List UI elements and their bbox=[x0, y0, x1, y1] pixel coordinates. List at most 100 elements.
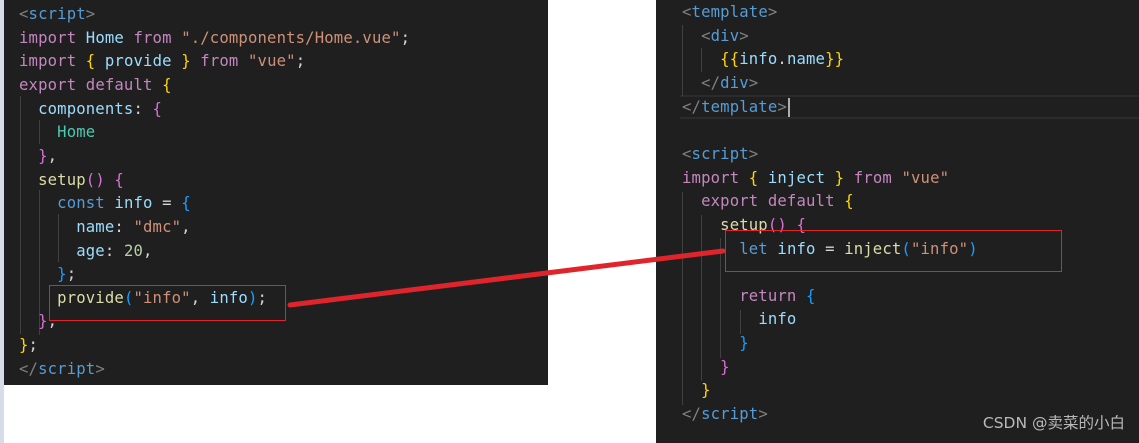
code-token: , bbox=[181, 217, 191, 236]
code-token: import bbox=[19, 52, 77, 71]
code-line: <script> bbox=[19, 2, 95, 26]
code-token: age bbox=[76, 241, 105, 260]
code-token: > bbox=[85, 5, 96, 23]
code-token: info bbox=[777, 239, 816, 258]
code-token: </ bbox=[682, 97, 702, 116]
code-token: () bbox=[85, 170, 105, 189]
indent-guide bbox=[682, 25, 683, 96]
code-token: template bbox=[701, 97, 778, 116]
code-token: "info" bbox=[910, 239, 969, 258]
code-line: info bbox=[682, 307, 796, 331]
code-token: script bbox=[28, 5, 86, 23]
code-token: return bbox=[739, 286, 797, 305]
code-token: < bbox=[19, 5, 29, 23]
code-token: ) bbox=[968, 239, 978, 258]
code-line: }, bbox=[19, 309, 57, 333]
csdn-watermark: CSDN @卖菜的小白 bbox=[982, 414, 1125, 432]
code-token: } bbox=[701, 381, 711, 400]
code-token: ( bbox=[901, 239, 911, 258]
code-token: "vue" bbox=[248, 52, 296, 71]
code-line: setup() { bbox=[682, 213, 806, 237]
code-token: ; bbox=[257, 288, 268, 307]
code-token: Home bbox=[85, 28, 124, 47]
code-token: < bbox=[682, 3, 692, 21]
parent-code-editor[interactable]: <script>import Home from "./components/H… bbox=[4, 0, 548, 385]
code-token: ) bbox=[247, 288, 258, 307]
code-token: export bbox=[19, 75, 77, 94]
indent-guide bbox=[39, 190, 40, 335]
code-token: export bbox=[701, 192, 759, 211]
code-token: } bbox=[720, 357, 730, 376]
indent-guide bbox=[58, 214, 59, 262]
code-token: > bbox=[739, 26, 749, 45]
page-edge-strip bbox=[0, 0, 4, 443]
code-line: }; bbox=[19, 333, 38, 357]
code-token: : bbox=[133, 99, 153, 118]
code-token: { bbox=[181, 194, 191, 213]
indent-guide bbox=[20, 96, 21, 334]
code-line: </script> bbox=[19, 357, 105, 381]
code-token: info bbox=[209, 288, 248, 307]
child-code-editor[interactable]: <template> <div> {{info.name}} </div></t… bbox=[656, 0, 1139, 443]
code-token: const bbox=[57, 194, 105, 213]
indent-guide bbox=[39, 120, 40, 144]
code-token: > bbox=[748, 73, 759, 92]
code-token: () bbox=[767, 215, 787, 234]
code-line: import { inject } from "vue" bbox=[682, 166, 949, 190]
code-line: let info = inject("info") bbox=[682, 237, 978, 261]
code-line: } bbox=[682, 355, 730, 379]
code-token: setup bbox=[38, 170, 86, 189]
code-token: } bbox=[38, 312, 48, 331]
code-token: script bbox=[691, 144, 749, 163]
code-line: <script> bbox=[682, 142, 758, 166]
code-token: provide bbox=[57, 288, 124, 307]
code-token: provide bbox=[104, 52, 172, 71]
code-line: provide("info", info); bbox=[19, 286, 267, 310]
code-token: { bbox=[114, 170, 124, 189]
indent-guide bbox=[682, 192, 683, 405]
indent-guide bbox=[701, 48, 702, 72]
code-line: </template> bbox=[682, 95, 790, 119]
code-line: } bbox=[682, 378, 711, 402]
code-token: ; bbox=[66, 265, 77, 284]
code-line: <div> bbox=[682, 24, 749, 48]
text-cursor bbox=[787, 97, 790, 117]
code-token: info bbox=[758, 310, 797, 329]
code-line: name: "dmc", bbox=[19, 215, 191, 239]
code-token: { bbox=[85, 52, 96, 71]
code-token: 20 bbox=[123, 241, 144, 260]
code-token: > bbox=[767, 3, 778, 21]
code-token: import bbox=[19, 28, 77, 47]
code-token: } bbox=[19, 336, 29, 355]
code-token: { bbox=[748, 168, 759, 187]
code-token: from bbox=[853, 168, 892, 187]
code-token: "vue" bbox=[901, 168, 950, 187]
code-token: from bbox=[200, 52, 239, 71]
code-line: const info = { bbox=[19, 191, 191, 215]
code-token: > bbox=[748, 144, 759, 163]
code-token: { bbox=[796, 215, 807, 234]
code-token: , bbox=[47, 312, 58, 331]
code-token: > bbox=[777, 97, 787, 116]
code-token: : bbox=[114, 217, 134, 236]
code-token: } bbox=[57, 265, 67, 284]
code-token: > bbox=[758, 405, 768, 424]
code-token: }} bbox=[825, 50, 845, 69]
code-token: < bbox=[682, 144, 692, 163]
code-token: </ bbox=[701, 73, 721, 92]
code-line: setup() { bbox=[19, 168, 124, 192]
code-line: } bbox=[682, 331, 749, 355]
code-line: </script> bbox=[682, 402, 768, 426]
code-line: export default { bbox=[682, 189, 854, 213]
code-token: script bbox=[701, 405, 759, 424]
code-token: default bbox=[85, 75, 153, 94]
code-line: import { provide } from "vue"; bbox=[19, 49, 305, 73]
indent-guide bbox=[701, 215, 702, 381]
provide-highlight-box bbox=[49, 285, 286, 321]
code-line: export default { bbox=[19, 73, 172, 97]
code-token: info bbox=[114, 194, 153, 213]
code-token: , bbox=[143, 241, 153, 260]
code-token: } bbox=[739, 334, 749, 353]
code-token: from bbox=[133, 28, 172, 47]
